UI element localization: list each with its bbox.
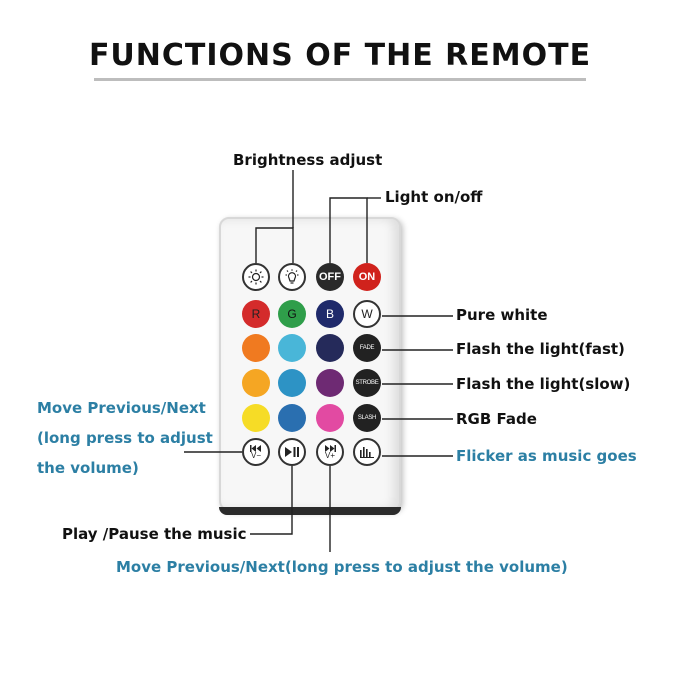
cyan-button[interactable]	[278, 369, 306, 397]
red-button[interactable]: R	[242, 300, 270, 328]
red-label: R	[251, 307, 261, 321]
brightness-down-icon	[248, 269, 264, 285]
volume-down-label: V−	[250, 450, 261, 460]
label-flicker: Flicker as music goes	[456, 447, 637, 465]
off-button[interactable]: OFF	[316, 263, 344, 291]
label-prev-next-left: Move Previous/Next (long press to adjust…	[37, 393, 213, 483]
fade-button[interactable]: FADE	[353, 334, 381, 362]
brightness-up-icon	[285, 269, 299, 284]
on-label: ON	[358, 271, 376, 283]
play-pause-icon	[285, 447, 299, 457]
slash-button[interactable]: SLASH	[353, 404, 381, 432]
label-prev-next-left-line1: Move Previous/Next	[37, 399, 206, 417]
previous-button[interactable]: V−	[242, 438, 270, 466]
navy-button[interactable]	[316, 334, 344, 362]
previous-icon	[250, 444, 261, 452]
white-button[interactable]: W	[353, 300, 381, 328]
strobe-button[interactable]: STROBE	[353, 369, 381, 397]
play-pause-button[interactable]	[278, 438, 306, 466]
brightness-down-button[interactable]	[242, 263, 270, 291]
label-play-pause: Play /Pause the music	[62, 525, 247, 543]
white-label: W	[361, 307, 373, 321]
label-prev-next-left-line2: (long press to adjust	[37, 429, 213, 447]
brightness-up-button[interactable]	[278, 263, 306, 291]
medium-blue-button[interactable]	[278, 404, 306, 432]
label-prev-next-bottom: Move Previous/Next(long press to adjust …	[116, 558, 568, 576]
next-icon	[325, 444, 336, 452]
label-prev-next-left-line3: the volume)	[37, 459, 139, 477]
slash-label: SLASH	[357, 415, 377, 421]
orange-button[interactable]	[242, 334, 270, 362]
music-mode-button[interactable]	[353, 438, 381, 466]
strobe-label: STROBE	[355, 380, 379, 386]
yellow-button[interactable]	[242, 404, 270, 432]
green-label: G	[287, 307, 297, 321]
amber-button[interactable]	[242, 369, 270, 397]
label-pure-white: Pure white	[456, 306, 548, 324]
label-flash-fast: Flash the light(fast)	[456, 340, 625, 358]
next-button[interactable]: V+	[316, 438, 344, 466]
title-underline	[94, 78, 586, 81]
purple-button[interactable]	[316, 369, 344, 397]
pink-button[interactable]	[316, 404, 344, 432]
music-icon	[360, 447, 374, 458]
page-title: FUNCTIONS OF THE REMOTE	[88, 38, 592, 73]
label-rgb-fade: RGB Fade	[456, 410, 537, 428]
label-flash-slow: Flash the light(slow)	[456, 375, 631, 393]
volume-up-label: V+	[324, 450, 335, 460]
blue-button[interactable]: B	[316, 300, 344, 328]
blue-label: B	[325, 307, 334, 321]
off-label: OFF	[319, 271, 341, 283]
label-light-on-off: Light on/off	[385, 188, 483, 206]
label-brightness: Brightness adjust	[233, 151, 383, 169]
green-button[interactable]: G	[278, 300, 306, 328]
on-button[interactable]: ON	[353, 263, 381, 291]
fade-label: FADE	[359, 345, 375, 351]
sky-blue-button[interactable]	[278, 334, 306, 362]
